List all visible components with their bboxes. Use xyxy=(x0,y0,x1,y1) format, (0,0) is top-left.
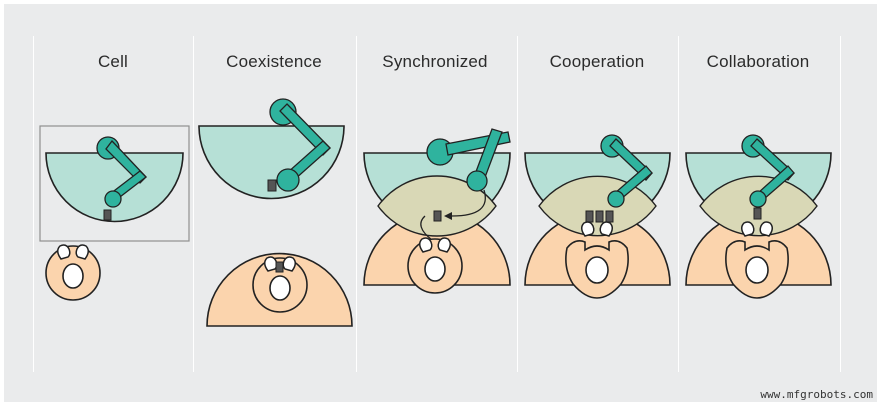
robot-workspace xyxy=(45,152,184,223)
handover-arrow xyxy=(451,189,486,217)
safety-cell-fence xyxy=(39,125,190,242)
robot-arm-icon xyxy=(741,134,795,208)
coexistence-scene xyxy=(198,98,353,327)
workpiece xyxy=(605,210,614,223)
column-divider xyxy=(193,36,194,372)
human-operator-icon xyxy=(45,244,101,301)
arrow-head xyxy=(444,212,452,220)
robot-arm-icon xyxy=(600,134,653,208)
human-operator-icon xyxy=(407,237,463,294)
robot-arm-icon xyxy=(96,136,147,221)
workpiece xyxy=(595,210,604,223)
robot-workspace xyxy=(198,125,345,200)
robot-arm-icon xyxy=(267,98,331,192)
handover-arrow xyxy=(420,215,433,241)
workpiece xyxy=(433,210,442,222)
column-title-collaboration: Collaboration xyxy=(706,52,810,71)
column-title-cell: Cell xyxy=(97,52,129,71)
cell-scene xyxy=(39,125,190,301)
column-divider xyxy=(517,36,518,372)
workpiece xyxy=(585,210,594,223)
synchronized-scene xyxy=(363,128,511,294)
column-divider xyxy=(33,36,34,372)
watermark: www.mfgrobots.com xyxy=(760,388,873,401)
workpiece xyxy=(753,207,762,220)
workpiece xyxy=(275,261,284,273)
column-title-synchronized: Synchronized xyxy=(382,52,488,71)
cooperation-scene xyxy=(524,134,671,299)
shared-zone xyxy=(377,175,497,237)
column-title-cooperation: Cooperation xyxy=(549,52,645,71)
gripper-tool xyxy=(103,209,112,221)
column-divider xyxy=(840,36,841,372)
robot-arm-icon xyxy=(426,128,511,192)
collaboration-scene xyxy=(685,134,832,299)
column-divider xyxy=(356,36,357,372)
column-divider xyxy=(678,36,679,372)
column-title-coexistence: Coexistence xyxy=(226,52,322,71)
gripper-tool xyxy=(267,179,277,192)
